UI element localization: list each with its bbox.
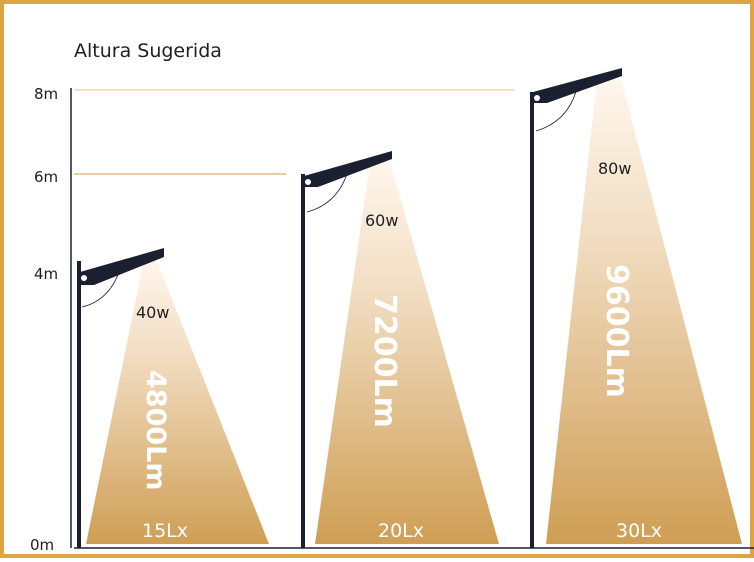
lumens-label: 4800Lm [140, 370, 171, 491]
lux-label: 15Lx [142, 520, 188, 542]
lamp-pole [530, 92, 534, 548]
street-light-60w: 60w 7200Lm 20Lx [301, 151, 499, 548]
light-beam [546, 79, 742, 544]
lamp-arm [306, 166, 350, 213]
street-light-80w: 80w 9600Lm 30Lx [530, 68, 742, 548]
lamp-pole [301, 174, 305, 548]
lamp-arm [81, 262, 123, 308]
lumens-label: 7200Lm [367, 294, 402, 428]
power-label: 40w [136, 303, 169, 322]
lux-label: 20Lx [378, 520, 424, 542]
power-label: 80w [598, 159, 631, 178]
lamp-pole [77, 261, 81, 548]
lamp-head [304, 151, 392, 187]
street-light-diagram: Altura Sugerida 8m 6m 4m 0m 40w 4800Lm 1… [30, 40, 754, 554]
lamp-arm [535, 83, 579, 132]
lamp-head [80, 248, 164, 285]
lamp-bulb-icon [305, 179, 311, 185]
axis-label-0m: 0m [30, 536, 54, 554]
lamp-bulb-icon [534, 95, 540, 101]
lamp-bulb-icon [81, 275, 87, 281]
street-light-40w: 40w 4800Lm 15Lx [77, 248, 269, 548]
light-beam [315, 162, 499, 544]
axis-label-8m: 8m [34, 85, 58, 103]
light-beam [86, 259, 269, 544]
lux-label: 30Lx [616, 520, 662, 542]
power-label: 60w [365, 211, 398, 230]
chart-title: Altura Sugerida [74, 40, 222, 62]
lumens-label: 9600Lm [599, 264, 634, 398]
axis-label-4m: 4m [34, 265, 58, 283]
axis-label-6m: 6m [34, 168, 58, 186]
